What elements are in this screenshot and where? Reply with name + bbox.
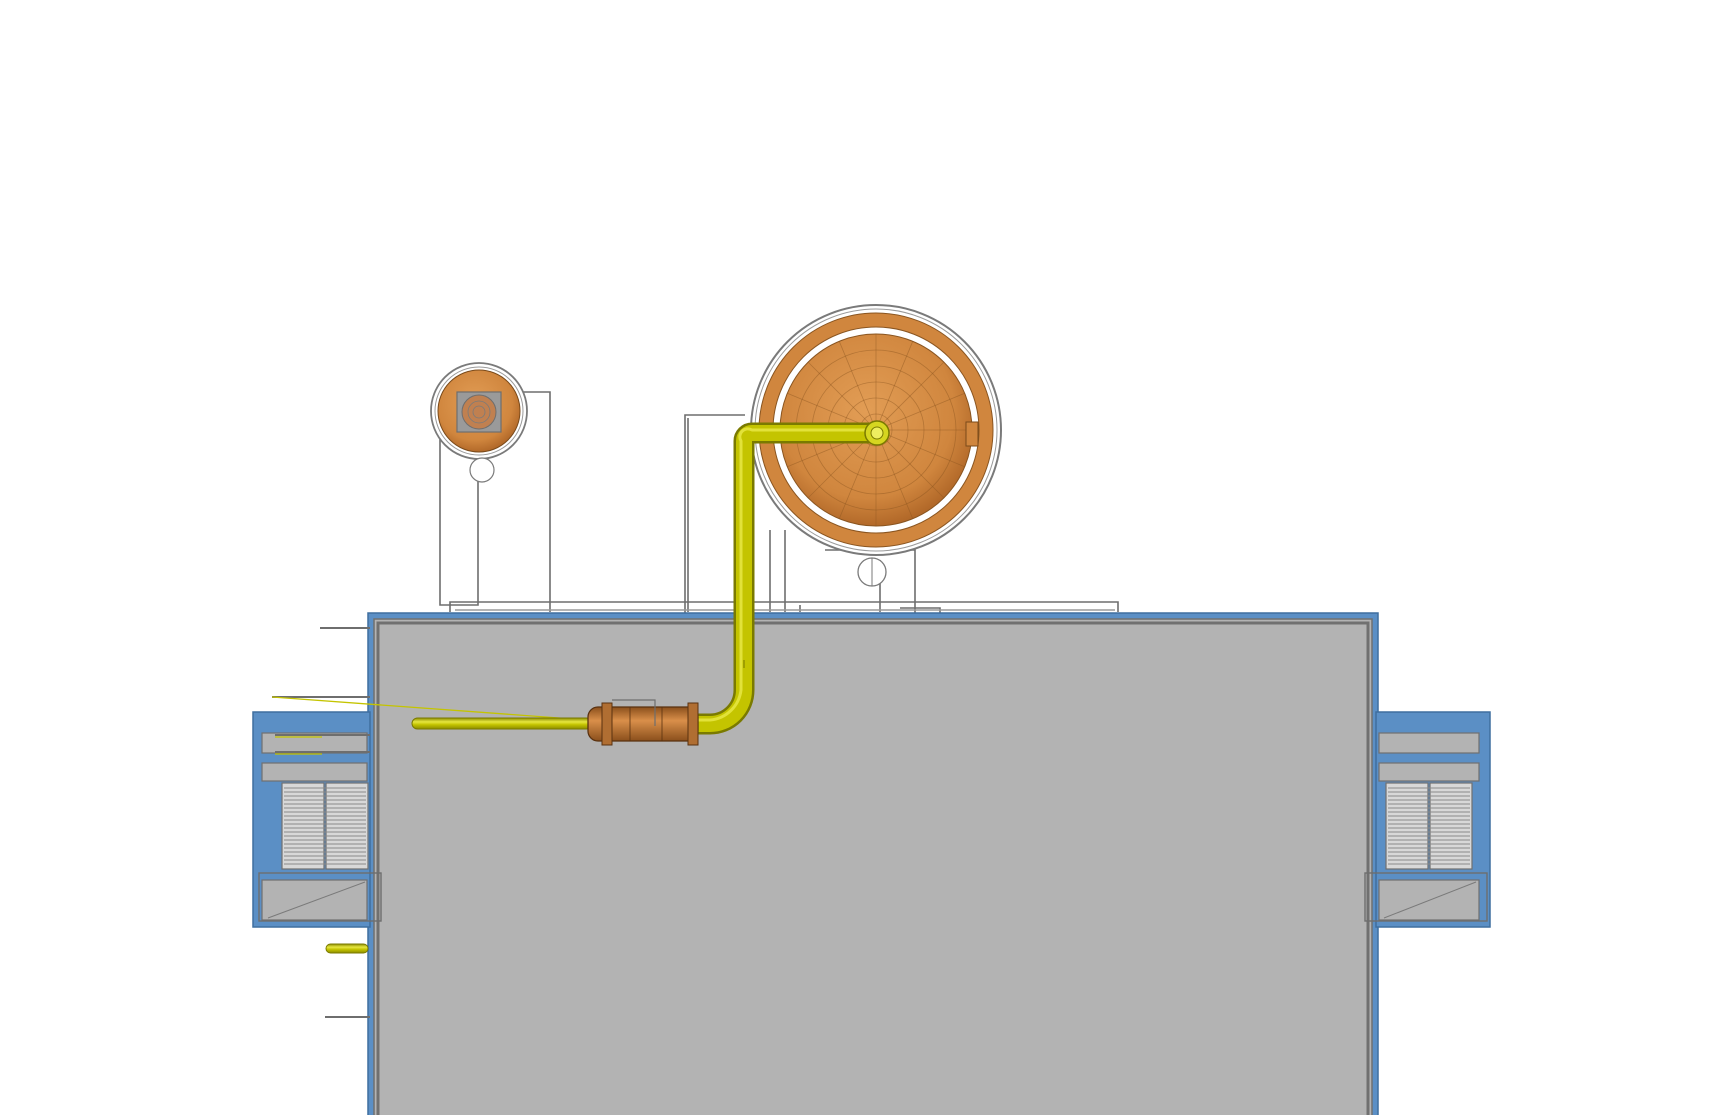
main-floor-slab[interactable]	[367, 612, 1379, 1115]
tank-wire-spoke	[838, 429, 877, 519]
tank-wire-spoke	[875, 429, 965, 468]
left-stub-lines	[272, 627, 370, 1018]
stair-icon	[281, 782, 369, 870]
small-vessel-icon[interactable]	[430, 362, 528, 483]
tank-wire-spoke	[875, 392, 965, 431]
tank-wire-spoke	[807, 361, 877, 431]
tank-wire-spoke	[875, 341, 914, 431]
tank-wire-spoke	[875, 429, 914, 519]
right-stair-platform[interactable]	[1364, 711, 1491, 928]
lower-pipe-segment[interactable]	[411, 717, 593, 730]
tank-wire-spoke	[875, 429, 945, 499]
left-stair-platform[interactable]	[252, 711, 382, 928]
short-pipe-stub[interactable]	[325, 943, 369, 954]
tank-wire-spoke	[875, 361, 945, 431]
pipe-run-icon[interactable]	[685, 420, 890, 735]
inline-heater-icon[interactable]	[587, 699, 699, 746]
stair-icon	[1385, 782, 1473, 870]
tank-wire-spoke	[838, 341, 877, 431]
